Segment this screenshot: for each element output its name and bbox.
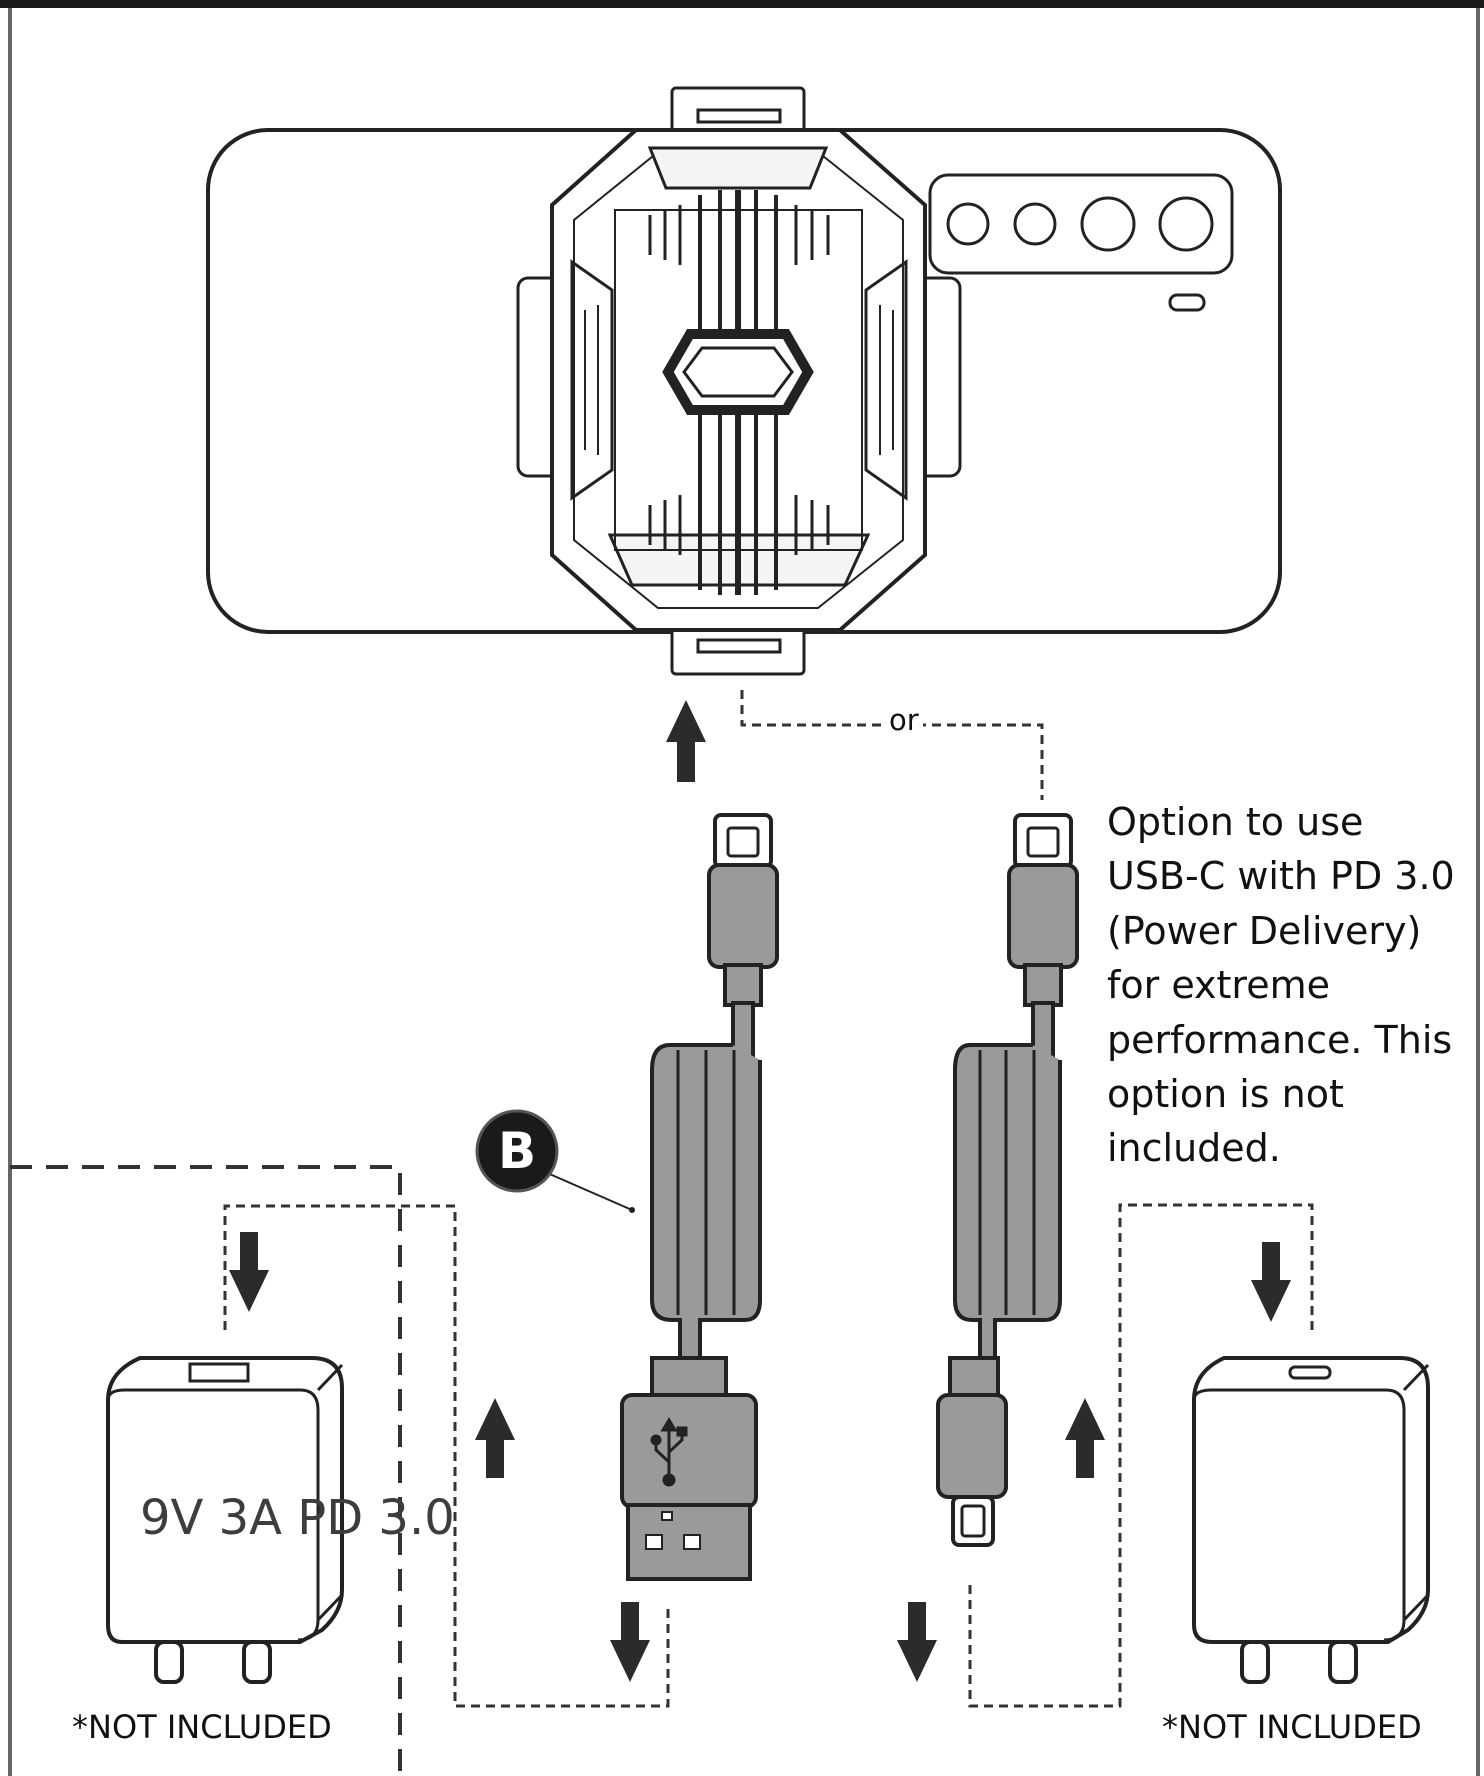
left-adapter-path xyxy=(223,1204,670,1708)
cable-b-usb-a-to-c xyxy=(620,813,779,1581)
adapter-spec-label: 9V 3A PD 3.0 xyxy=(140,1490,455,1546)
option-note-line: (Power Delivery) xyxy=(1107,909,1422,953)
left-power-adapter xyxy=(106,1356,344,1684)
right-not-included-label: *NOT INCLUDED xyxy=(1162,1708,1422,1746)
callout-badge xyxy=(475,1109,559,1193)
left-outer-dashed-border xyxy=(10,1165,402,1776)
option-note-line: performance. This xyxy=(1107,1018,1453,1062)
option-note-line: for extreme xyxy=(1107,963,1330,1007)
right-power-adapter xyxy=(1192,1356,1430,1684)
callout-leader xyxy=(544,1171,633,1211)
cooler-fan-icon xyxy=(516,86,962,676)
frame-top-bar xyxy=(0,0,1484,8)
option-note-line: included. xyxy=(1107,1126,1281,1170)
callout-dot xyxy=(629,1207,635,1213)
option-note-line: USB-C with PD 3.0 xyxy=(1107,854,1455,898)
option-note-line: Option to use xyxy=(1107,800,1364,844)
arrow-icon xyxy=(666,700,706,782)
left-not-included-label: *NOT INCLUDED xyxy=(72,1708,332,1746)
arrow-icon xyxy=(897,1242,1291,1682)
option-note-line: option is not xyxy=(1107,1072,1344,1116)
callout-b-label: B xyxy=(497,1122,537,1180)
cable-usb-c-to-c xyxy=(936,813,1079,1547)
usb-symbol-icon xyxy=(650,1417,688,1487)
or-label: or xyxy=(885,703,923,737)
arrow-icon xyxy=(229,1232,650,1682)
